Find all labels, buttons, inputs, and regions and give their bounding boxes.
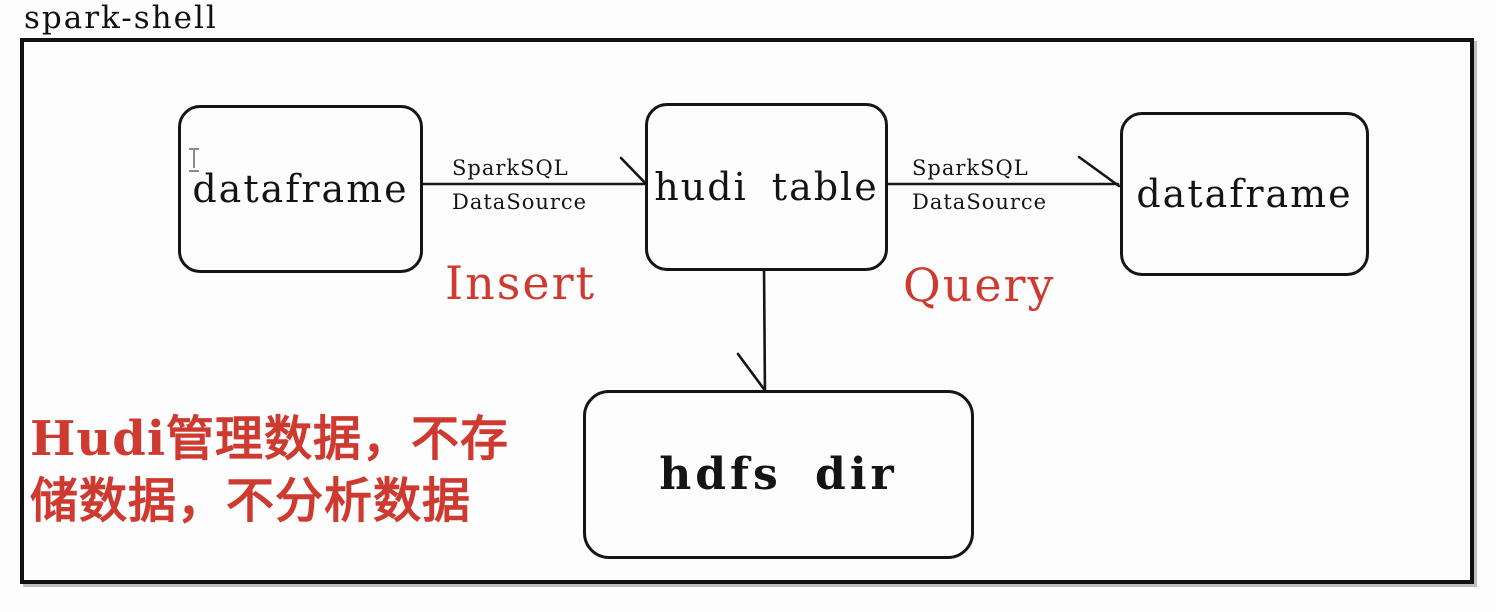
node-label: hdfs dir <box>659 449 898 500</box>
hudi-note-line2: 储数据，不分析数据 <box>30 473 472 529</box>
node-dataframe-right[interactable]: dataframe <box>1120 112 1369 276</box>
insert-edge-label-top: SparkSQL <box>452 156 569 180</box>
page-title: spark-shell <box>24 0 218 36</box>
node-dataframe-left[interactable]: dataframe <box>178 105 423 273</box>
hudi-note: Hudi管理数据，不存 储数据，不分析数据 <box>30 408 509 532</box>
node-label: dataframe <box>1136 172 1353 216</box>
query-action-label: Query <box>903 258 1056 312</box>
node-label: dataframe <box>192 167 409 211</box>
query-edge-label-bottom: DataSource <box>912 190 1048 214</box>
insert-edge-label-bottom: DataSource <box>452 190 588 214</box>
node-hudi-table[interactable]: hudi table <box>645 103 888 271</box>
node-hdfs-dir[interactable]: hdfs dir <box>583 390 974 559</box>
node-label: hudi table <box>654 165 879 209</box>
spark-shell-boundary <box>20 38 1474 584</box>
query-edge-label-top: SparkSQL <box>912 156 1029 180</box>
text-cursor-icon <box>188 146 200 172</box>
hudi-note-line1: Hudi管理数据，不存 <box>30 411 510 467</box>
insert-action-label: Insert <box>445 256 597 310</box>
